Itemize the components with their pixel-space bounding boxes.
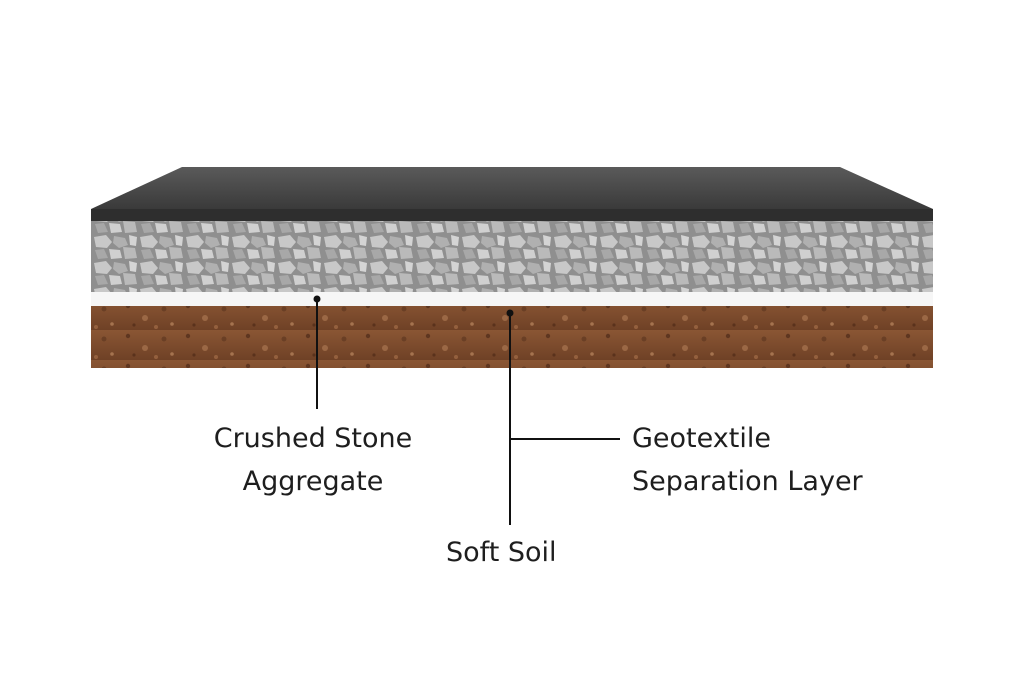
surface-layer-top xyxy=(91,167,933,209)
aggregate-label: Crushed Stone Aggregate xyxy=(200,417,426,503)
aggregate-label-line1: Crushed Stone xyxy=(213,423,413,454)
geotextile-label: Geotextile Separation Layer xyxy=(632,417,863,503)
geotextile-label-line2: Separation Layer xyxy=(632,466,863,497)
soil-label-line1: Soft Soil xyxy=(446,537,557,568)
soil-label: Soft Soil xyxy=(446,531,557,574)
surface-layer-edge xyxy=(91,209,933,221)
geotextile-label-line1: Geotextile xyxy=(632,423,771,454)
geotextile-layer xyxy=(91,292,933,306)
soil-layer xyxy=(91,306,933,368)
aggregate-layer xyxy=(91,221,933,292)
aggregate-label-line2: Aggregate xyxy=(242,466,384,497)
